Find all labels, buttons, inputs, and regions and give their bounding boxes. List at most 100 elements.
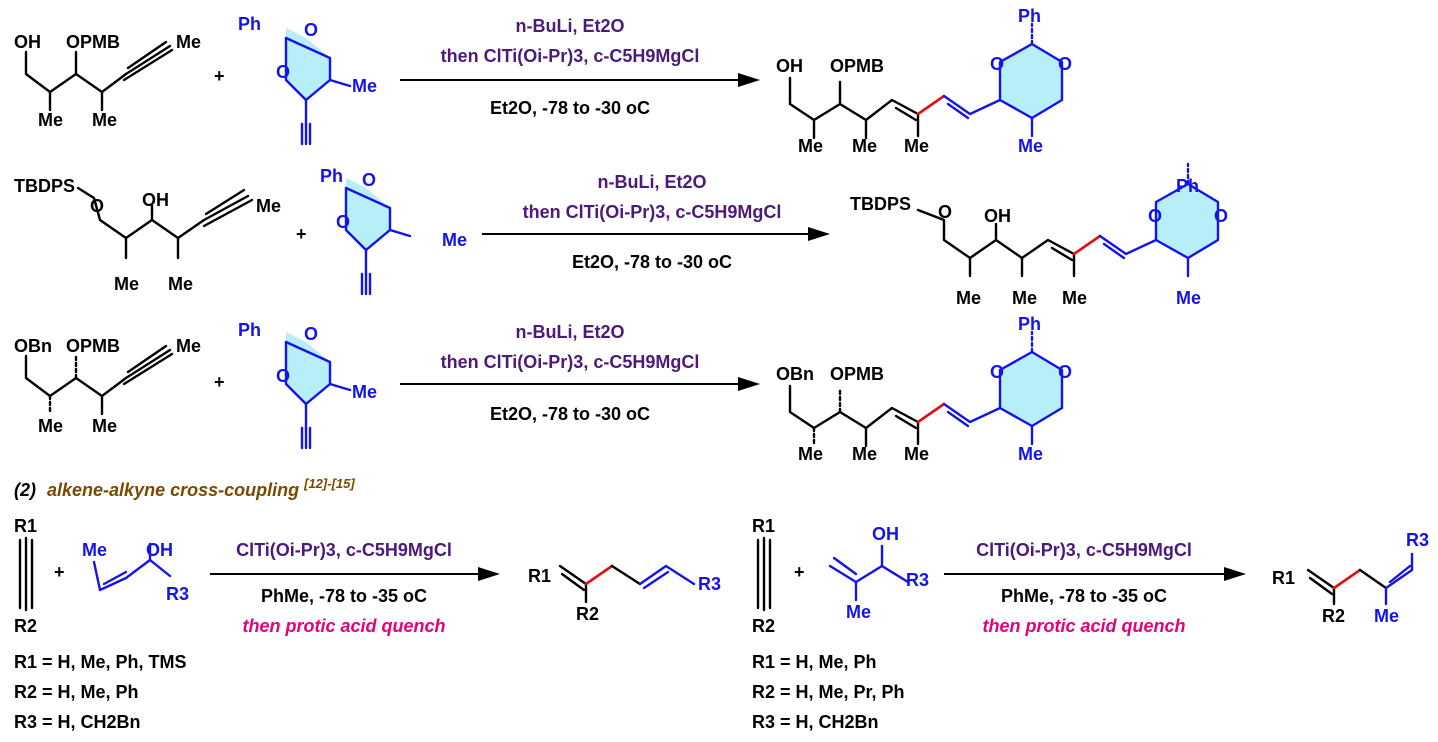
label-o-top: O [304,324,318,344]
coupling-2: R1 R2 + OH Me R3 ClTi(Oi-Pr)3, c-C5H9MgC… [752,516,1429,732]
label-me: Me [846,602,871,622]
label-me: Me [352,382,377,402]
label-ph: Ph [238,320,261,340]
label-me-a: Me [798,444,823,464]
reaction-1-product: OH OPMB Me Me Me Ph O O Me [776,6,1072,156]
label-tbdps: TBDPS [850,194,911,214]
reaction-1-reactant-2: Ph O O Me [238,14,377,146]
label-me-b: Me [92,110,117,130]
label-o-bottom: O [276,366,290,386]
label-obn: OBn [776,364,814,384]
label-obn: OBn [14,336,52,356]
label-r1: R1 [1272,568,1295,588]
conditions: Et2O, -78 to -30 oC [490,404,650,424]
coupling-1-alkyne: R1 R2 [14,516,37,636]
conditions: Et2O, -78 to -30 oC [572,252,732,272]
reaction-1-arrow: n-BuLi, Et2O then ClTi(Oi-Pr)3, c-C5H9Mg… [400,16,760,118]
label-r2: R2 [1322,606,1345,626]
label-me-c: Me [176,32,201,52]
label-ph: Ph [1176,176,1199,196]
conditions: PhMe, -78 to -35 oC [1001,586,1167,606]
definition-r2: R2 = H, Me, Pr, Ph [752,682,905,702]
label-o-right: O [1058,54,1072,74]
reaction-1: OH OPMB Me Me Me + Ph O O Me n-BuLi, Et2… [14,6,1072,156]
reagent-line-1: n-BuLi, Et2O [516,322,625,342]
label-o-top: O [304,20,318,40]
reagent: ClTi(Oi-Pr)3, c-C5H9MgCl [976,540,1192,560]
coupling-1-alkene: Me OH R3 [82,540,189,604]
reagent-line-2: then ClTi(Oi-Pr)3, c-C5H9MgCl [523,202,782,222]
reaction-3-product: OBn OPMB Me Me Me Ph O O Me [776,314,1072,464]
label-me-c: Me [256,196,281,216]
label-r1: R1 [528,566,551,586]
label-me: Me [1018,136,1043,156]
label-o-right: O [1214,206,1228,226]
label-me: Me [1374,606,1399,626]
label-me-b: Me [168,274,193,294]
label-ph: Ph [1018,314,1041,334]
label-oh: OH [14,32,41,52]
definition-r1: R1 = H, Me, Ph [752,652,877,672]
label-me: Me [82,540,107,560]
svg-text:(2) alkene-alkyne cross-: (2) alkene-alkyne cross-coupling [12]-[1… [14,476,355,500]
reaction-1-reactant-1: OH OPMB Me Me Me [14,32,201,130]
label-o: O [90,196,104,216]
label-me-c: Me [904,136,929,156]
section-number: (2) [14,480,36,500]
label-me: Me [442,230,467,250]
reaction-3: OBn OPMB Me Me Me + Ph O O Me n-BuLi, Et… [14,314,1072,464]
label-r1: R1 [752,516,775,536]
label-r2: R2 [752,616,775,636]
label-r3: R3 [906,570,929,590]
coupling-2-product: R1 R2 R3 Me [1272,530,1429,626]
label-o-right: O [1058,362,1072,382]
reaction-3-reactant-1: OBn OPMB Me Me Me [14,336,201,436]
label-o-left: O [990,362,1004,382]
coupling-1-arrow: ClTi(Oi-Pr)3, c-C5H9MgCl PhMe, -78 to -3… [210,540,500,636]
reagent: ClTi(Oi-Pr)3, c-C5H9MgCl [236,540,452,560]
label-oh: OH [776,56,803,76]
label-me-c: Me [176,336,201,356]
definition-r3: R3 = H, CH2Bn [14,712,141,732]
coupling-2-arrow: ClTi(Oi-Pr)3, c-C5H9MgCl PhMe, -78 to -3… [944,540,1246,636]
label-ph: Ph [238,14,261,34]
label-opmb: OPMB [830,364,884,384]
reagent-line-1: n-BuLi, Et2O [598,172,707,192]
plus-sign: + [794,562,805,582]
label-o-bottom: O [336,212,350,232]
label-r3: R3 [1406,530,1429,550]
label-me-b: Me [1012,288,1037,308]
quench: then protic acid quench [242,616,445,636]
label-o-bottom: O [276,62,290,82]
definition-r3: R3 = H, CH2Bn [752,712,879,732]
reaction-3-reactant-2: Ph O O Me [238,320,377,450]
label-me: Me [1176,288,1201,308]
reaction-2-arrow: n-BuLi, Et2O then ClTi(Oi-Pr)3, c-C5H9Mg… [482,172,830,272]
label-r2: R2 [14,616,37,636]
reaction-2-reactant-2: Ph O O Me [320,166,467,296]
label-ph: Ph [320,166,343,186]
label-opmb: OPMB [830,56,884,76]
reaction-2-reactant-1: TBDPS O OH Me Me Me [14,176,281,294]
label-ph: Ph [1018,6,1041,26]
label-me-b: Me [92,416,117,436]
coupling-1-definitions: R1 = H, Me, Ph, TMS R2 = H, Me, Ph R3 = … [14,652,187,732]
label-o: O [938,202,952,222]
label-oh: OH [984,206,1011,226]
label-me-a: Me [114,274,139,294]
reagent-line-2: then ClTi(Oi-Pr)3, c-C5H9MgCl [441,46,700,66]
conditions: Et2O, -78 to -30 oC [490,98,650,118]
label-me-c: Me [1062,288,1087,308]
plus-sign: + [214,66,225,86]
plus-sign: + [214,372,225,392]
label-me-b: Me [852,444,877,464]
coupling-1-product: R1 R2 R3 [528,564,721,624]
label-r1: R1 [14,516,37,536]
label-opmb: OPMB [66,336,120,356]
coupling-1: R1 R2 + Me OH R3 ClTi(Oi-Pr)3, c-C5H9MgC… [14,516,721,732]
label-me: Me [352,76,377,96]
label-me-c: Me [904,444,929,464]
coupling-2-alkyne: R1 R2 [752,516,775,636]
definition-r2: R2 = H, Me, Ph [14,682,139,702]
